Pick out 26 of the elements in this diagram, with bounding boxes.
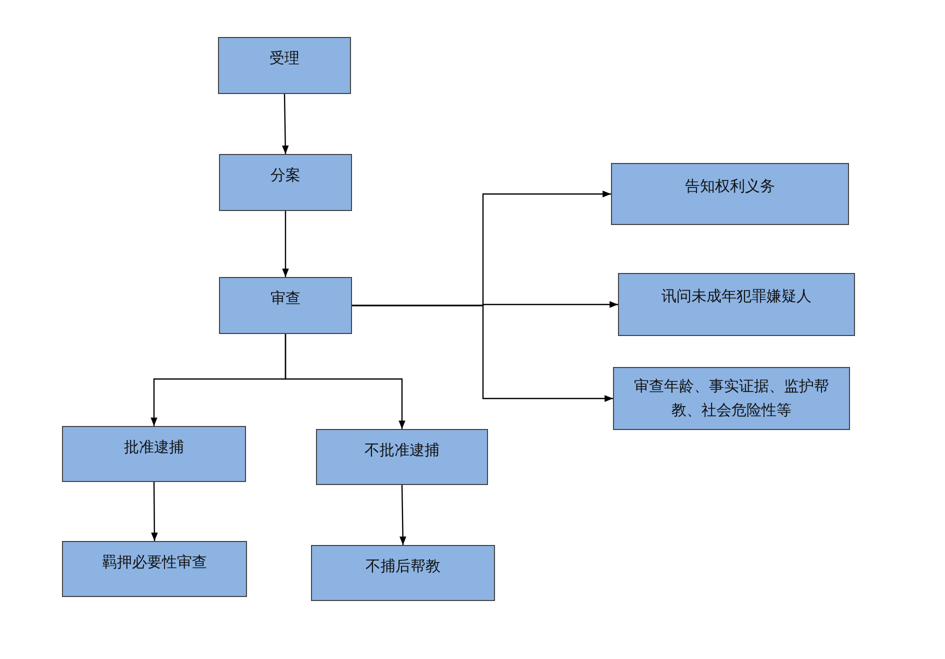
process-box (311, 545, 495, 601)
box-label: 审查 (270, 288, 300, 309)
arrow (282, 211, 289, 277)
process-box (219, 154, 352, 211)
process-box (62, 426, 246, 482)
box-label: 审查年龄、事实证据、监护帮教、社会危险性等 (633, 376, 830, 421)
process-box (618, 273, 855, 336)
arrow (151, 482, 158, 541)
box-label: 受理 (270, 48, 300, 69)
box-label: 分案 (270, 165, 300, 186)
box-label: 不捕后帮教 (366, 556, 440, 577)
process-box (316, 429, 488, 485)
box-label: 告知权利义务 (685, 176, 775, 197)
arrow (400, 484, 406, 546)
arrow (284, 334, 406, 429)
box-label: 羁押必要性审查 (102, 552, 207, 573)
process-box (219, 277, 352, 334)
process-box (62, 541, 247, 597)
process-box (613, 367, 850, 430)
arrow (282, 94, 289, 154)
box-label: 不批准逮捕 (364, 440, 440, 461)
box-label: 讯问未成年犯罪嫌疑人 (662, 286, 812, 307)
process-box (611, 163, 849, 225)
box-label: 批准逮捕 (124, 437, 184, 458)
arrow (352, 304, 613, 402)
process-box (218, 37, 351, 94)
